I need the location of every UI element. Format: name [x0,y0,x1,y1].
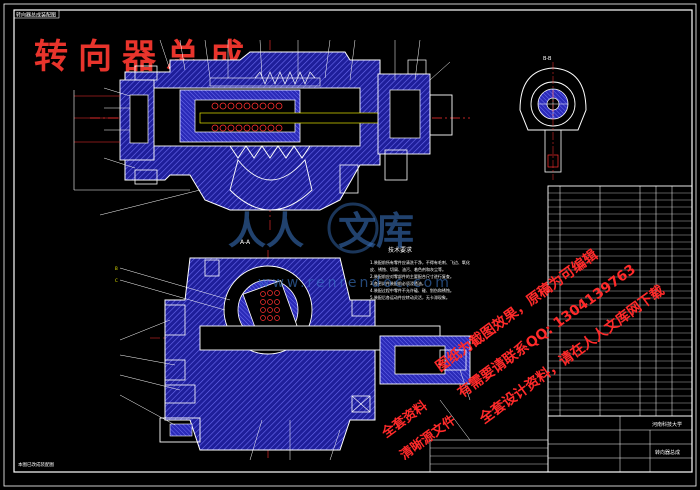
bottom-left-small-label: 本图已改成装配图 [18,461,54,468]
watermark-brand-b: 文库 [338,209,414,253]
tech-req-line: 皮、锈蚀、切屑、油污、着色剂和灰尘等。 [370,266,446,272]
title-block: 河南科技大学 转向器总成 [429,415,693,473]
view-bb-label: B-B [543,56,552,62]
view-aa-label: A-A [240,239,251,246]
parts-list-table [547,185,693,417]
tech-req-line: 4.装配过程中零件不允许磕、碰、划伤和锈蚀。 [370,287,454,293]
tech-req-line: 2.装配前应对零部件的主要配合尺寸进行复查。 [370,273,454,279]
title-block-school: 河南科技大学 [652,421,682,428]
upper-section-view [73,39,470,230]
watermark-brand-a: 人人 [228,209,304,253]
title-block-name: 转向器总成 [655,449,680,456]
tech-req-line: 1.装配前所有零件应清洗干净，不得有毛刺、飞边、氧化 [370,259,470,265]
tech-req-line: 3.各密封件装配前必须浸透油。 [370,280,426,286]
tech-req-title: 技术要求 [388,246,412,254]
view-bb: B-B [519,56,587,180]
svg-text:B: B [115,266,118,271]
drawing-frame-outer [3,3,697,487]
technical-requirements: 技术要求 1.装配前所有零件应清洗干净，不得有毛刺、飞边、氧化 皮、锈蚀、切屑、… [370,246,470,300]
watermark-url: www.renrendoc.com [258,275,452,291]
tech-req-line: 5.装配后各运动件应转动灵活，无卡滞现象。 [370,294,450,300]
svg-text:C: C [115,278,118,283]
top-left-small-label: 转向器总成装配图 [16,12,56,19]
view-aa: A-A [115,239,471,461]
watermark-brand: 人人 文库 www.renrendoc.com [228,202,452,291]
